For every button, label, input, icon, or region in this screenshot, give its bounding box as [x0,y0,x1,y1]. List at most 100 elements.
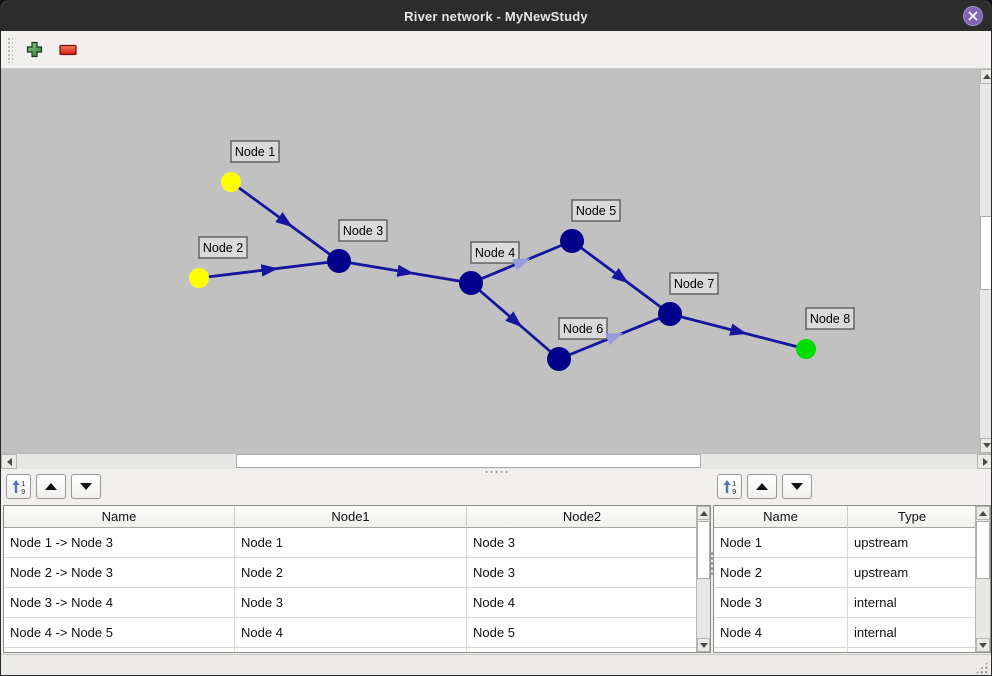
edge-arrow-icon [505,311,523,328]
resize-grip-icon[interactable] [975,661,988,674]
svg-text:1: 1 [732,481,736,488]
arrow-right-icon [982,457,988,466]
column-header[interactable]: Node2 [467,506,698,528]
table-cell[interactable]: internal [848,588,977,618]
move-down-button[interactable] [782,474,812,499]
table-cell[interactable]: upstream [848,528,977,558]
scroll-down-button[interactable] [980,438,991,453]
branch-table-scrollbar[interactable] [696,506,710,652]
add-button[interactable] [21,37,47,63]
table-cell[interactable]: Node 2 -> Node 3 [4,558,235,588]
scroll-up-button[interactable] [980,69,991,84]
table-cell[interactable]: Node 3 [467,558,698,588]
node-label: Node 8 [805,307,855,330]
column-header[interactable]: Name [714,506,848,528]
river-node-downstream[interactable] [796,339,816,359]
arrow-down-icon [979,642,987,648]
river-node-upstream[interactable] [221,172,241,192]
table-cell[interactable]: Node 5 [467,618,698,648]
table-cell[interactable]: Node 3 [714,588,848,618]
table-cell[interactable]: Node 1 [235,528,467,558]
arrow-up-icon [982,74,991,79]
node-label-box [805,307,855,330]
close-button[interactable] [963,6,983,26]
node-label-text: Node 1 [235,145,275,159]
river-node-internal[interactable] [459,271,483,295]
node-label: Node 5 [571,199,621,222]
table-cell[interactable] [4,648,235,652]
table-cell[interactable]: upstream [848,558,977,588]
table-cell[interactable] [714,648,848,652]
scroll-down-button[interactable] [697,638,710,652]
river-node-internal[interactable] [658,302,682,326]
vertical-scroll-thumb[interactable] [697,521,710,579]
table-cell[interactable]: Node 3 [235,588,467,618]
node-label-text: Node 8 [810,312,850,326]
svg-text:1: 1 [21,481,25,488]
table-cell[interactable]: Node 2 [235,558,467,588]
node-table-scrollbar[interactable] [975,506,990,652]
table-row[interactable] [4,648,710,652]
scroll-down-button[interactable] [976,638,990,652]
node-label: Node 6 [558,317,608,340]
column-header[interactable]: Type [848,506,977,528]
scroll-right-button[interactable] [977,454,991,469]
table-cell[interactable]: Node 1 -> Node 3 [4,528,235,558]
table-cell[interactable]: Node 4 [467,588,698,618]
river-node-internal[interactable] [327,249,351,273]
table-cell[interactable] [848,648,977,652]
table-cell[interactable]: Node 4 [714,618,848,648]
node-label-text: Node 6 [563,322,603,336]
table-cell[interactable]: Node 3 -> Node 4 [4,588,235,618]
river-node-upstream[interactable] [189,268,209,288]
vertical-splitter-handle[interactable] [710,551,714,577]
table-row[interactable] [714,648,990,652]
river-node-internal[interactable] [547,347,571,371]
remove-button[interactable] [55,37,81,63]
table-cell[interactable]: Node 4 -> Node 5 [4,618,235,648]
node-label: Node 3 [338,219,388,242]
horizontal-scroll-thumb[interactable] [236,454,701,468]
edge-arrow-icon [396,264,415,277]
move-up-button[interactable] [747,474,777,499]
table-cell[interactable]: Node 4 [235,618,467,648]
table-cell[interactable]: Node 3 [467,528,698,558]
table-cell[interactable]: internal [848,618,977,648]
scroll-left-button[interactable] [1,454,17,469]
table-cell[interactable] [467,648,698,652]
column-header[interactable]: Name [4,506,235,528]
toolbar-drag-handle[interactable] [7,36,13,63]
vertical-scroll-thumb[interactable] [976,521,990,579]
scroll-up-button[interactable] [976,506,990,520]
table-cell[interactable]: Node 2 [714,558,848,588]
table-cell[interactable] [235,648,467,652]
move-down-button[interactable] [71,474,101,499]
scroll-up-button[interactable] [697,506,710,520]
svg-text:9: 9 [732,489,736,495]
sort-ascending-icon: 19 [723,479,736,495]
vertical-scroll-thumb[interactable] [980,216,991,290]
horizontal-splitter-handle[interactable] [484,470,510,474]
node-label-box [338,219,388,242]
edge-arrow-icon [260,264,279,277]
column-header[interactable]: Node1 [235,506,467,528]
move-up-button[interactable] [36,474,66,499]
table-cell[interactable]: Node 1 [714,528,848,558]
canvas-horizontal-scrollbar[interactable] [1,453,991,469]
river-node-internal[interactable] [560,229,584,253]
canvas-vertical-scrollbar[interactable] [979,69,991,453]
